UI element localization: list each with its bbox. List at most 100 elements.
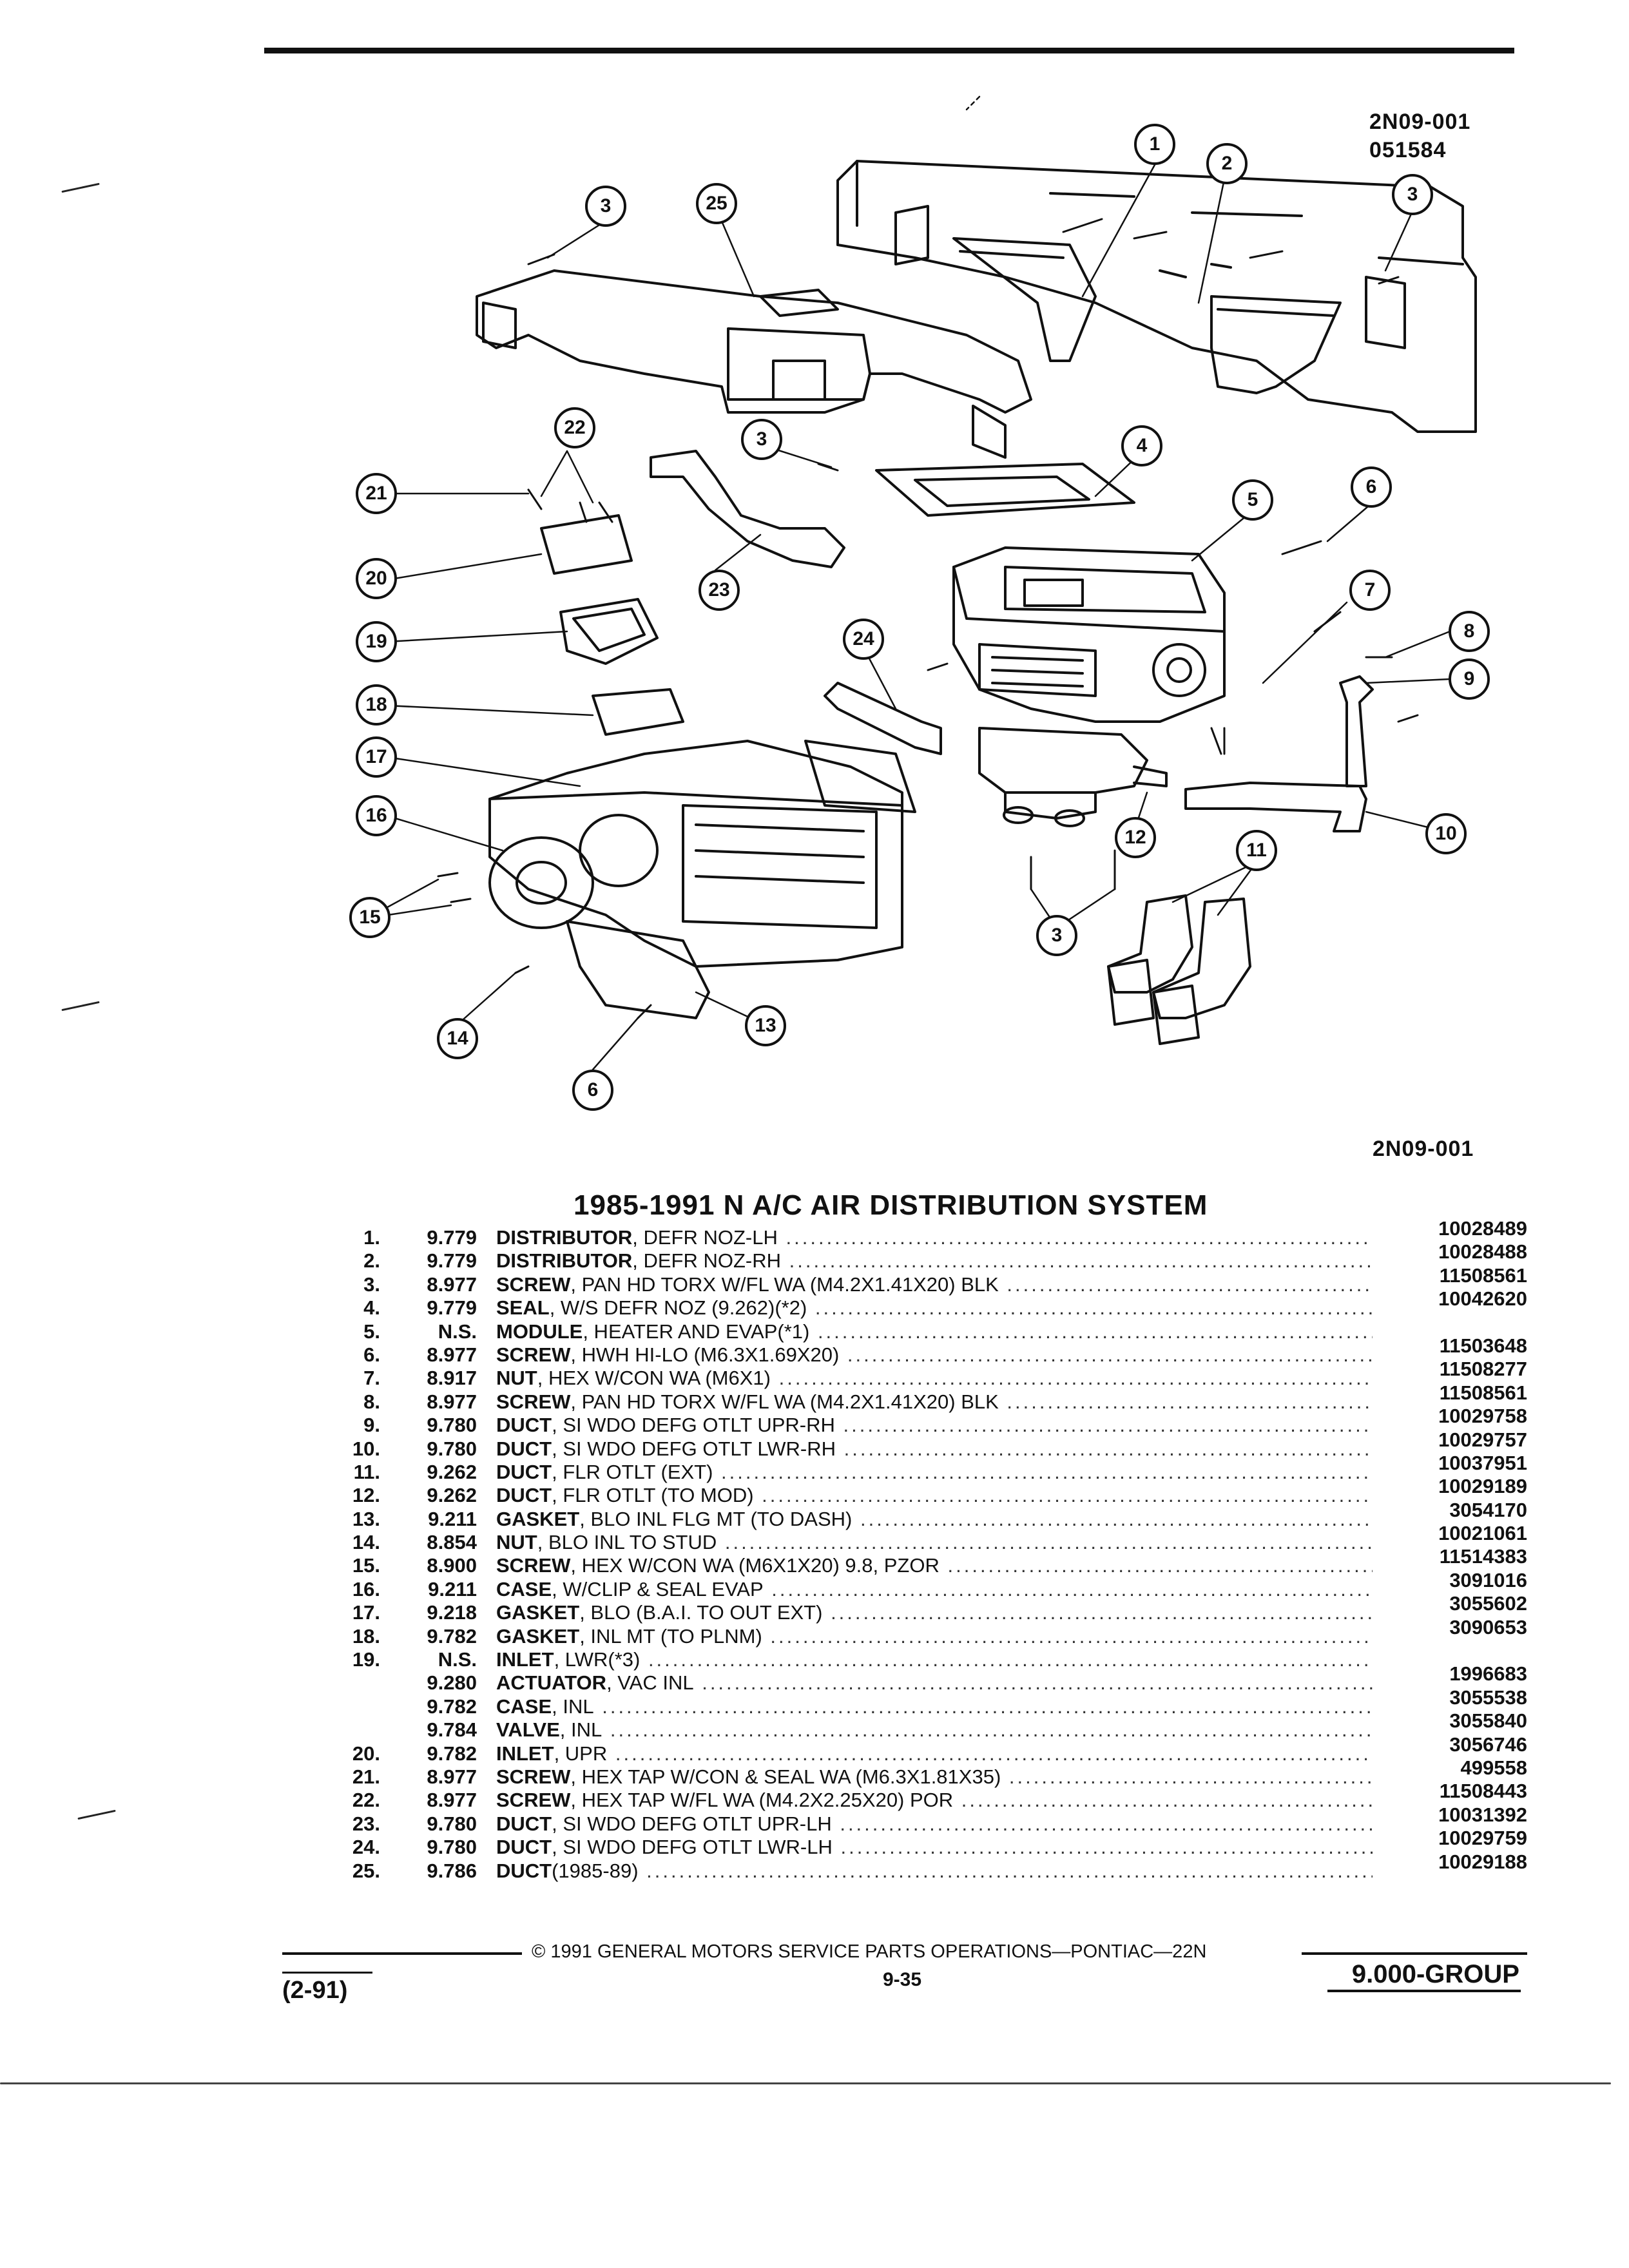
duct-25 bbox=[476, 269, 1032, 459]
part-description: INLET, LWR(*3) .........................… bbox=[496, 1648, 1373, 1671]
leader-dots: ........................................… bbox=[648, 1648, 1373, 1671]
group-number: 8.900 bbox=[427, 1554, 477, 1577]
exploded-diagram bbox=[366, 95, 1477, 1071]
part-number: 3090653 bbox=[1449, 1615, 1527, 1639]
leader-dots: ........................................… bbox=[724, 1531, 1373, 1554]
diagram-ref-code: 2N09-001 bbox=[1369, 110, 1471, 134]
part-name: GASKET bbox=[496, 1624, 580, 1648]
group-number: N.S. bbox=[438, 1648, 477, 1671]
leader-dots: ........................................… bbox=[702, 1671, 1373, 1695]
part-number: 11514383 bbox=[1439, 1545, 1527, 1568]
part-number: 10031392 bbox=[1438, 1803, 1527, 1826]
leader-dots: ........................................… bbox=[615, 1742, 1373, 1765]
part-number: 10029759 bbox=[1438, 1827, 1527, 1850]
item-number: 6. bbox=[363, 1343, 380, 1366]
part-detail: , PAN HD TORX W/FL WA (M4.2X1.41X20) BLK bbox=[570, 1273, 999, 1296]
part-description: GASKET, BLO (B.A.I. TO OUT EXT) ........… bbox=[496, 1601, 1373, 1624]
leader-dots: ........................................… bbox=[602, 1695, 1373, 1718]
part-name: NUT bbox=[496, 1531, 537, 1554]
group-number: 9.786 bbox=[427, 1859, 477, 1882]
part-number: 11508561 bbox=[1439, 1264, 1527, 1287]
part-name: CASE bbox=[496, 1695, 552, 1718]
diagram-ref-code-bottom: 2N09-001 bbox=[1373, 1137, 1474, 1161]
part-description: SCREW, HEX TAP W/CON & SEAL WA (M6.3X1.8… bbox=[496, 1765, 1373, 1789]
part-detail: , W/CLIP & SEAL EVAP bbox=[552, 1577, 764, 1600]
group-number: 9.780 bbox=[427, 1437, 477, 1460]
callout: 8 bbox=[1449, 611, 1490, 652]
item-number: 4. bbox=[363, 1296, 380, 1320]
top-rule bbox=[264, 48, 1514, 53]
group-number: 9.784 bbox=[427, 1718, 477, 1742]
part-number: 3055602 bbox=[1449, 1592, 1527, 1615]
callout: 20 bbox=[356, 558, 397, 599]
part-detail: , VAC INL bbox=[606, 1671, 694, 1695]
leader-dots: ........................................… bbox=[762, 1484, 1373, 1507]
group-number: 9.262 bbox=[427, 1460, 477, 1483]
group-number: 9.779 bbox=[427, 1296, 477, 1320]
part-name: DUCT bbox=[496, 1437, 552, 1460]
leader-dots: ........................................… bbox=[831, 1601, 1373, 1624]
group-number: 8.977 bbox=[427, 1343, 477, 1366]
part-detail: , PAN HD TORX W/FL WA (M4.2X1.41X20) BLK bbox=[570, 1390, 999, 1413]
callout: 21 bbox=[356, 473, 397, 514]
page-number: 9-35 bbox=[883, 1969, 922, 1990]
leader-dots: ........................................… bbox=[778, 1367, 1373, 1390]
callout: 11 bbox=[1236, 830, 1277, 871]
footer-rule-right bbox=[1302, 1952, 1527, 1955]
item-number: 20. bbox=[352, 1742, 380, 1765]
callout: 4 bbox=[1121, 425, 1162, 466]
item-number: 17. bbox=[352, 1601, 380, 1624]
part-number: 3054170 bbox=[1449, 1498, 1527, 1521]
part-detail: , W/S DEFR NOZ (9.262)(*2) bbox=[549, 1296, 807, 1320]
part-description: NUT, HEX W/CON WA (M6X1) ...............… bbox=[496, 1367, 1373, 1390]
callout: 1 bbox=[1134, 124, 1175, 165]
part-number: 10028489 bbox=[1438, 1217, 1527, 1240]
part-detail: , SI WDO DEFG OTLT LWR-LH bbox=[552, 1836, 833, 1859]
footer-rule-left bbox=[282, 1952, 522, 1955]
callout: 6 bbox=[1351, 466, 1392, 508]
item-number: 10. bbox=[352, 1437, 380, 1460]
part-detail: , BLO INL TO STUD bbox=[537, 1531, 717, 1554]
leader-dots: ........................................… bbox=[1008, 1765, 1373, 1788]
part-description: SCREW, HEX W/CON WA (M6X1X20) 9.8, PZOR … bbox=[496, 1554, 1373, 1577]
leader-dots: ........................................… bbox=[847, 1343, 1373, 1366]
item-number: 19. bbox=[352, 1648, 380, 1671]
screws bbox=[437, 218, 1419, 1019]
inlet-assembly bbox=[488, 514, 916, 1019]
group-number: 8.977 bbox=[427, 1765, 477, 1788]
item-number: 2. bbox=[363, 1249, 380, 1273]
group-number: 9.211 bbox=[428, 1507, 477, 1530]
leader-dots: ........................................… bbox=[610, 1718, 1373, 1742]
part-detail: (1985-89) bbox=[552, 1859, 639, 1882]
part-name: DUCT bbox=[496, 1836, 552, 1859]
part-number: 3091016 bbox=[1449, 1568, 1527, 1591]
callout: 22 bbox=[554, 407, 595, 448]
callout: 15 bbox=[349, 897, 390, 938]
part-number: 3055538 bbox=[1449, 1686, 1527, 1709]
part-name: MODULE bbox=[496, 1320, 583, 1343]
part-number: 11503648 bbox=[1439, 1334, 1527, 1357]
part-number: 10029758 bbox=[1438, 1405, 1527, 1428]
group-number: 8.917 bbox=[427, 1367, 477, 1390]
callout: 3 bbox=[1036, 915, 1077, 956]
seal-4 bbox=[875, 463, 1135, 517]
callout: 25 bbox=[696, 183, 737, 224]
part-description: ACTUATOR, VAC INL ......................… bbox=[496, 1671, 1373, 1695]
leader-dots: ........................................… bbox=[843, 1414, 1373, 1437]
item-number: 15. bbox=[352, 1554, 380, 1577]
callout: 6 bbox=[572, 1070, 613, 1111]
footer-rule-group bbox=[1327, 1990, 1521, 1992]
item-number: 5. bbox=[363, 1320, 380, 1343]
part-description: DISTRIBUTOR, DEFR NOZ-LH ...............… bbox=[496, 1226, 1373, 1249]
leader-dots: ........................................… bbox=[843, 1437, 1373, 1460]
callout: 10 bbox=[1425, 813, 1467, 854]
